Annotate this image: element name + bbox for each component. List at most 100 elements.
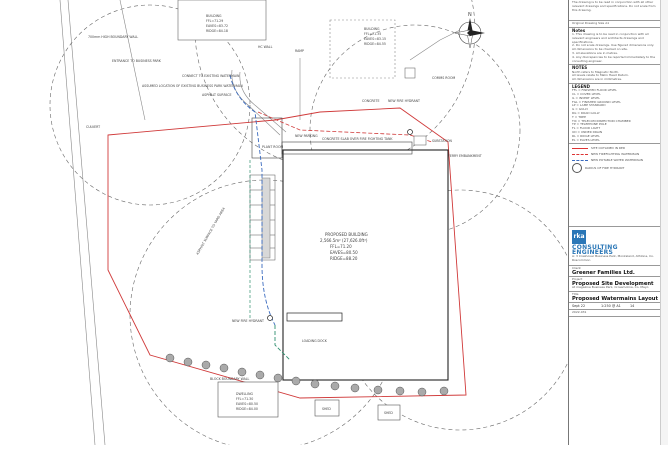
label-proposed-area: 2,566.5m² (27,626.0ft²) <box>320 238 368 243</box>
hydrants <box>267 129 413 321</box>
legend-section: LEGEND FFL = FINISHED FLOOR LEVEL CL = C… <box>569 84 661 145</box>
tree-icon <box>273 373 283 383</box>
label-dwelling-eaves: EAVES=80.50 <box>236 402 258 406</box>
note-3: 3. All elevations are in metres. <box>572 50 618 55</box>
tree-icon <box>183 357 193 367</box>
note2-2: All levels relate to Malin Head Datum. <box>572 73 629 78</box>
label-shed-1: SHED <box>322 407 331 411</box>
drawing-title-section: Title Proposed Watermains Layout <box>569 292 661 304</box>
legend-code: RG = ROAD GULLY <box>572 110 600 115</box>
legend-code: FGL = FINISHED GROUND LEVEL <box>572 99 621 104</box>
notes-title: Notes <box>572 27 586 33</box>
blue-dashed-line-icon <box>572 159 588 161</box>
label-proposed-title: PROPOSED BUILDING <box>325 232 368 237</box>
legend-item-radius: RADIUS OF FIRE HYDRANT <box>572 163 658 174</box>
label-ffl-right: FFL=71.35 <box>364 32 381 36</box>
label-connect: CONNECT TO EXISTING WATERMAIN <box>182 74 240 78</box>
firefighting-watermain-branch <box>274 325 291 361</box>
label-dwelling-ridge: RIDGE=84.00 <box>236 407 258 411</box>
tree-icon <box>330 381 340 391</box>
tree-icon <box>417 387 427 397</box>
label-ferry: FERRY EMBANKMENT <box>448 154 482 158</box>
label-shed-2: SHED <box>384 411 393 415</box>
header-note: The drawing is to be read in conjunction… <box>569 0 661 21</box>
label-entrance: ENTRANCE TO BUSINESS PARK <box>112 59 162 63</box>
existing-features <box>59 0 471 446</box>
right-edge-strip <box>660 0 668 445</box>
legend-item-site: SITE OUTLINED IN RED <box>572 145 658 151</box>
trees-row <box>165 353 449 397</box>
shed <box>314 399 340 417</box>
label-new-fire-hydrant: NEW FIRE HYDRANT <box>388 99 420 103</box>
tree-icon <box>237 367 247 377</box>
label-boundary-wall: 700mm HIGH BOUNDARY WALL <box>88 35 138 39</box>
existing-building-top <box>177 0 267 41</box>
legend-code: T = TREE <box>572 114 586 119</box>
hydrant-radius-circle <box>49 4 251 206</box>
legend-item-potable: NEW POTABLE WATER WATERMAIN <box>572 157 658 163</box>
legend-code: TP = TELEPHONE POLE <box>572 122 607 127</box>
drawing-title-label: Title <box>572 292 579 297</box>
loading-dock-canopy <box>286 312 343 322</box>
potable-watermain <box>229 74 276 326</box>
legend-code: EL = EAVES LEVEL <box>572 137 600 142</box>
label-new-hydrant-left: NEW FIRE HYDRANT <box>232 319 264 323</box>
label-substation: SUBSTATION <box>432 139 453 143</box>
label-hc-wall: HC WALL <box>258 45 273 49</box>
red-solid-line-icon <box>572 147 588 149</box>
tree-icon <box>373 385 383 395</box>
drawing-date: Sept 22 <box>572 304 586 309</box>
label-building-top: BUILDING <box>206 14 222 18</box>
tree-icon <box>165 353 175 363</box>
project-label: Project <box>572 277 583 282</box>
label-concrete-slab: CONCRETE SLAB OVER FIRE FIGHTING TANK <box>322 137 393 141</box>
firm-name: CONSULTING ENGINEERS <box>572 244 618 256</box>
label-dwelling-ffl: FFL=71.30 <box>236 397 253 401</box>
label-proposed-eaves: EAVES=80.50 <box>330 250 358 255</box>
tree-icon <box>439 386 449 396</box>
drawing-revision: 14 <box>630 304 635 309</box>
label-culvert: CULVERT <box>86 125 100 129</box>
notes2-title: NOTES <box>572 65 588 71</box>
legend-code: RL = RIDGE LEVEL <box>572 133 600 138</box>
label-ramp: RAMP <box>295 49 304 53</box>
project-name: Proposed Site Development <box>572 281 654 288</box>
proposed-building <box>282 149 449 381</box>
label-ridge-right: RIDGE=84.55 <box>364 42 386 46</box>
label-asphalt-surface: ASPHALT SURFACE <box>202 93 231 97</box>
legend-code: FFL = FINISHED FLOOR LEVEL <box>572 88 617 93</box>
tree-icon <box>255 370 265 380</box>
concrete-slab <box>281 141 413 155</box>
line-legend: SITE OUTLINED IN RED NEW FIREFIGHTING WA… <box>569 144 661 228</box>
firm-logo-mark: rka <box>572 230 586 245</box>
firm-logo: rka <box>572 230 658 245</box>
drawing-scale: 1:250 @ A1 <box>601 304 621 309</box>
label-block-wall: BLOCK BOUNDARY WALL <box>210 377 250 381</box>
label-dwelling: DWELLING <box>236 392 253 396</box>
legend-code: UD = UNDER DRAIN <box>572 129 603 134</box>
client-section: Client Greener Families Ltd. <box>569 266 661 278</box>
substation <box>413 135 427 146</box>
dwelling <box>217 381 279 418</box>
tree-icon <box>310 379 320 389</box>
red-dashed-line-icon <box>572 153 588 155</box>
firm-address: A: 3 Crashover Business Park, Monksland,… <box>572 253 654 262</box>
notes-section: Notes 1. This drawing is to be read in c… <box>569 28 661 66</box>
legend-item-firefighting: NEW FIREFIGHTING WATERMAIN <box>572 151 658 157</box>
project-section: Project Proposed Site Development At mag… <box>569 277 661 293</box>
north-arrow-label: N <box>468 12 472 18</box>
comms-room <box>404 67 416 79</box>
shed <box>377 404 401 421</box>
note-1: 1. This drawing is to be read in conjunc… <box>572 32 649 44</box>
note2-1: North refers to Magnetic North. <box>572 69 620 74</box>
tree-icon <box>395 386 405 396</box>
project-location: At magazine Business Park, Crossmolina, … <box>572 285 649 290</box>
legend-code: G = GULLY <box>572 107 589 112</box>
north-arrow: N <box>454 12 485 49</box>
tree-icon <box>219 363 229 373</box>
client-name: Greener Families Ltd. <box>572 270 635 277</box>
legend-code: TIC = TELECOM INSPECTION CHAMBER <box>572 118 631 123</box>
circle-icon <box>572 163 582 174</box>
